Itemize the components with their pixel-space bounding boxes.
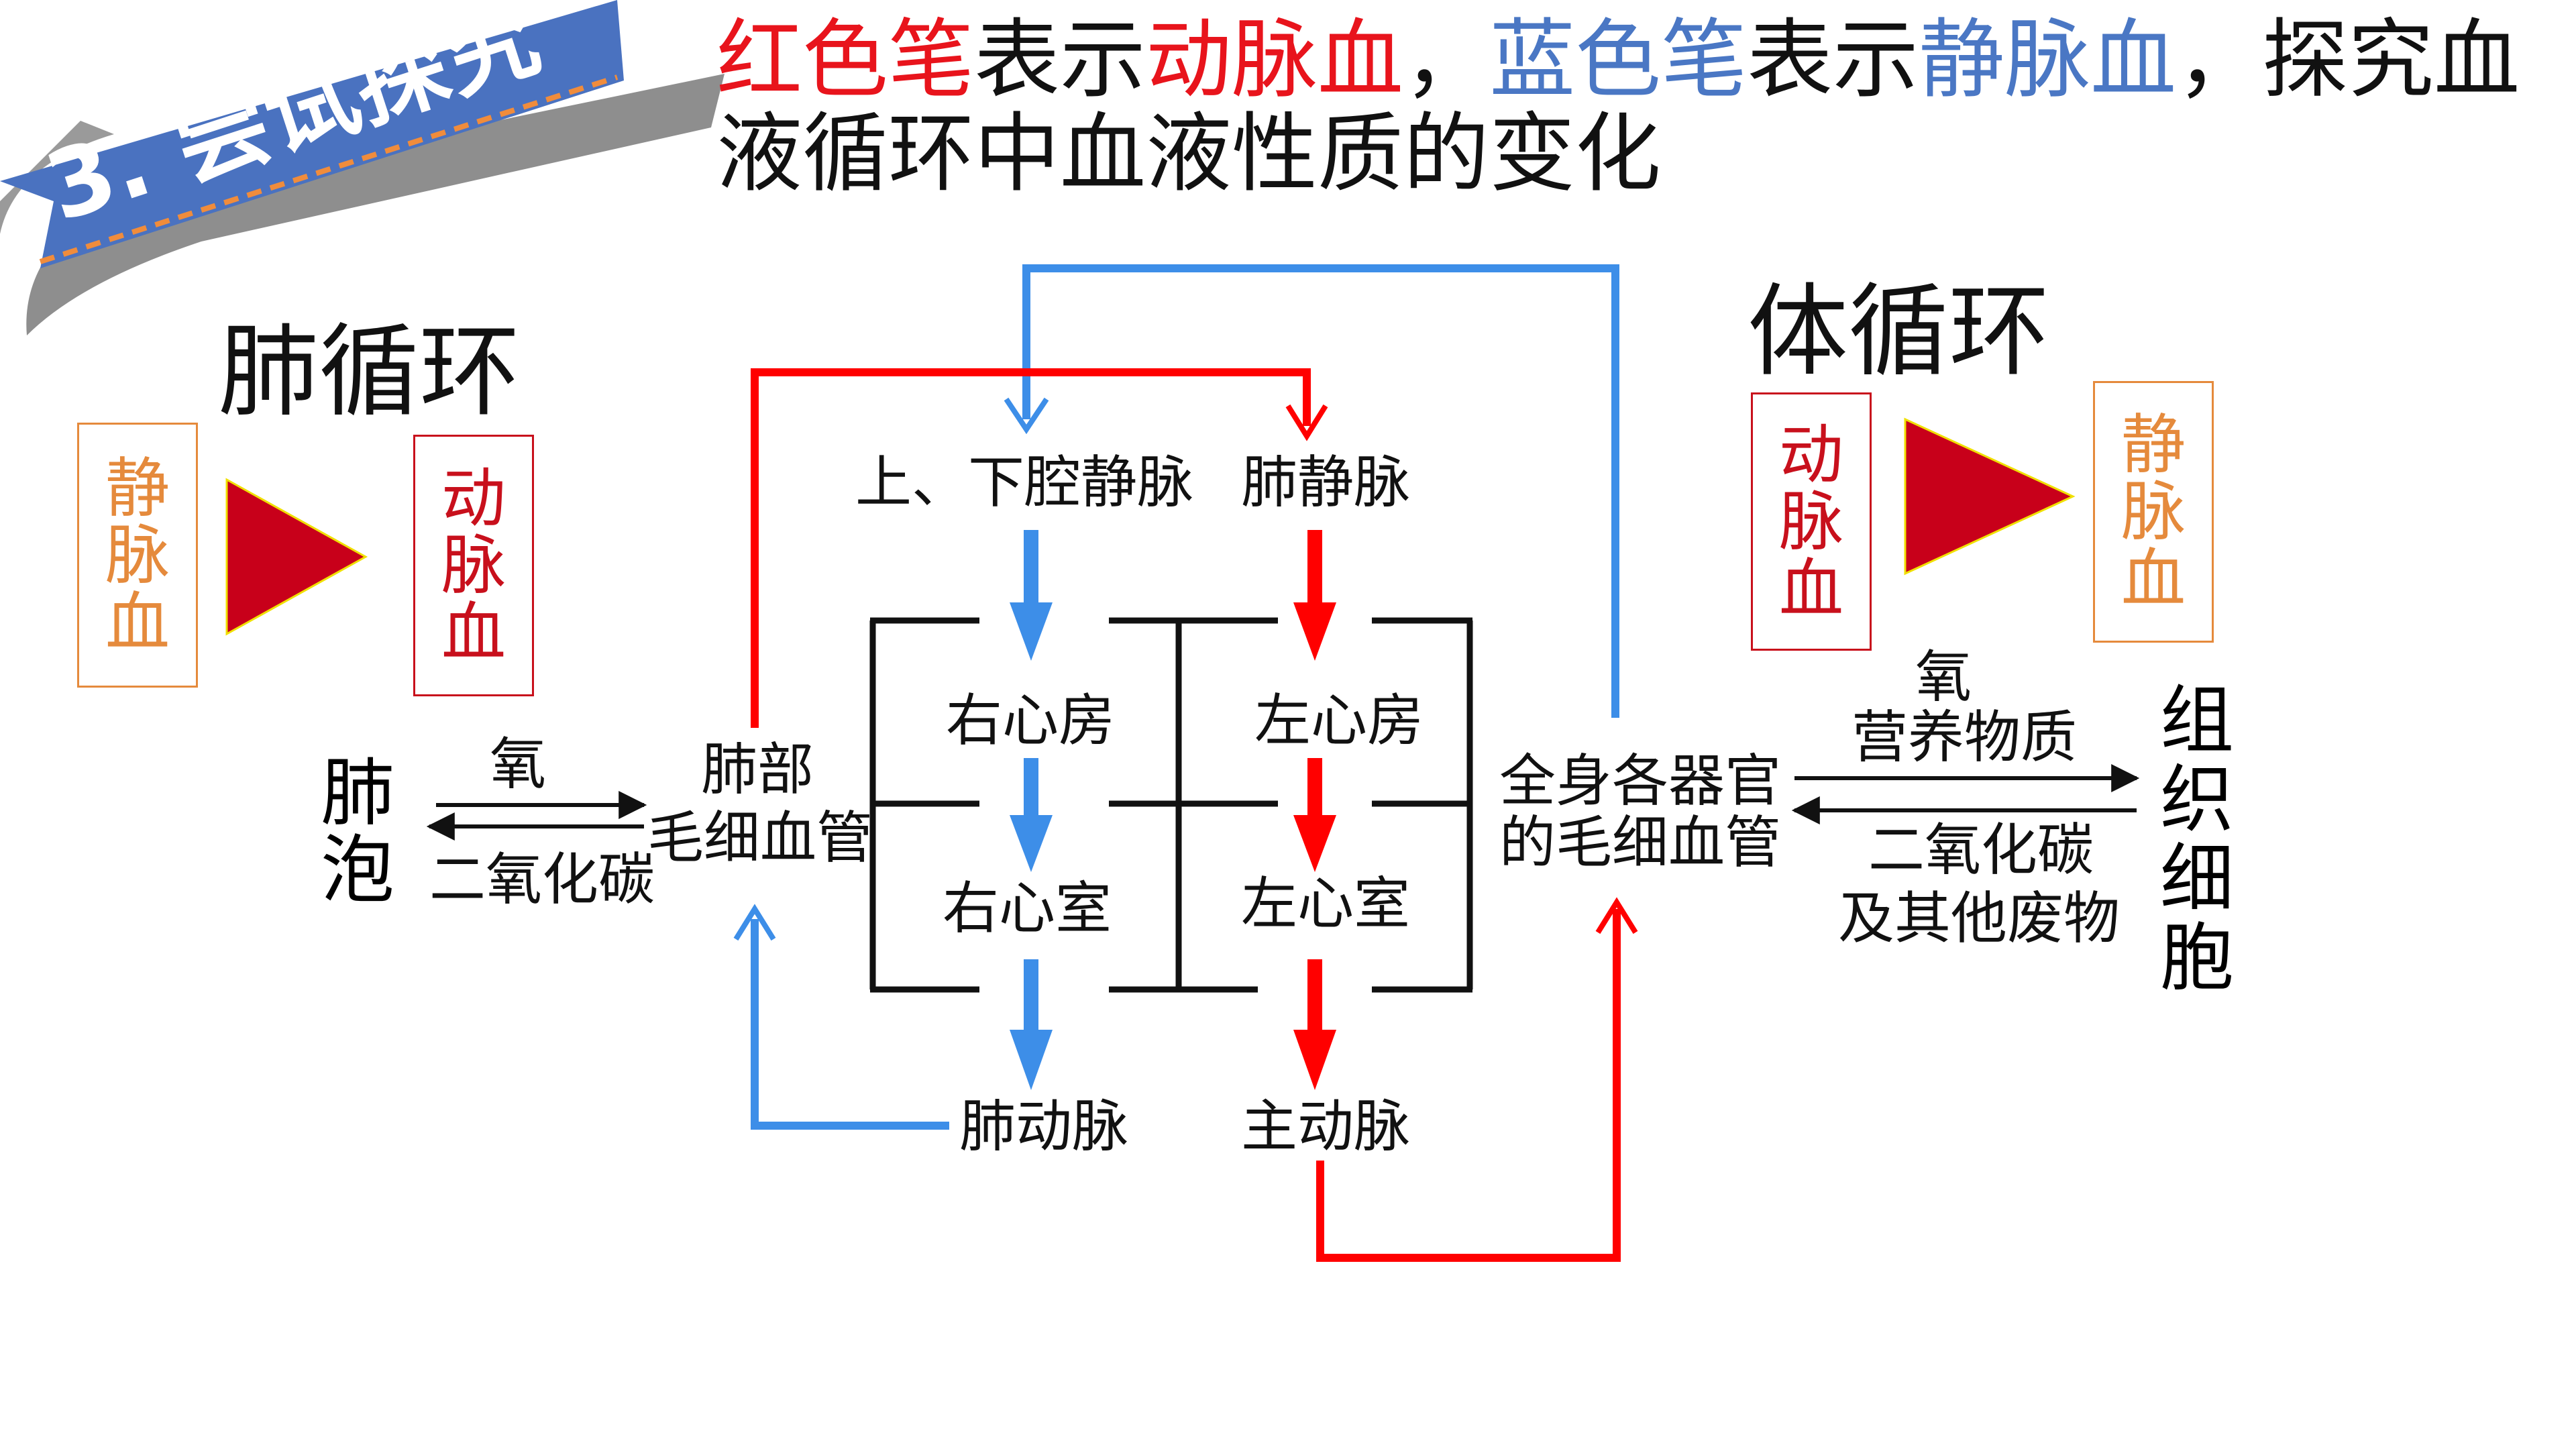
title-part: ，探究血液循环中血液性质的变化 bbox=[716, 10, 2520, 204]
title-part: 红色笔 bbox=[716, 10, 975, 110]
title-part: 表示 bbox=[974, 10, 1146, 110]
tissue-out-1: 二氧化碳 bbox=[1868, 817, 2094, 883]
aorta-label: 主动脉 bbox=[1241, 1093, 1411, 1159]
pulmonary-artery-label: 肺动脉 bbox=[959, 1093, 1129, 1159]
pulmonary-heading: 肺循环 bbox=[218, 314, 521, 431]
arterial-arrows-heart bbox=[1293, 530, 1336, 1090]
systemic-change-triangle bbox=[1904, 417, 2076, 576]
banner-dash bbox=[39, 74, 619, 264]
tissue-in-2: 营养物质 bbox=[1851, 704, 2078, 770]
systemic-to-text: 静脉血 bbox=[2121, 407, 2186, 616]
left-ventricle-label: 左心室 bbox=[1241, 871, 1411, 936]
oxygen-label: 氧 bbox=[490, 731, 547, 797]
title-part: 动脉血 bbox=[1146, 10, 1404, 110]
title-part: 表示 bbox=[1747, 10, 1919, 110]
banner-swoosh bbox=[0, 121, 114, 288]
pulmonary-vein-arrowhead bbox=[1285, 404, 1328, 441]
pulmonary-artery-route bbox=[751, 919, 949, 1130]
body-capillary-line1: 全身各器官 bbox=[1499, 748, 1782, 814]
tissue-in-1: 氧 bbox=[1915, 644, 1972, 710]
vena-cava-label: 上、下腔静脉 bbox=[855, 449, 1194, 515]
pulmonary-to-box: 动脉血 bbox=[413, 435, 534, 696]
body-capillary-line2: 的毛细血管 bbox=[1499, 810, 1782, 875]
lung-capillary-line1: 肺部 bbox=[701, 737, 814, 802]
heart-grid bbox=[869, 617, 1473, 993]
systemic-heading: 体循环 bbox=[1748, 274, 2050, 390]
co2-label: 二氧化碳 bbox=[429, 847, 655, 912]
title-part: ， bbox=[1403, 10, 1490, 110]
title-part: 静脉血 bbox=[1919, 10, 2177, 110]
aorta-arrowhead bbox=[1595, 897, 1638, 934]
pulmonary-change-triangle bbox=[225, 478, 368, 636]
pulmonary-from-text: 静脉血 bbox=[105, 450, 170, 660]
pulmonary-artery-arrowhead bbox=[733, 904, 776, 941]
lung-capillary-line2: 毛细血管 bbox=[647, 805, 873, 871]
vena-cava-arrowhead bbox=[1004, 397, 1049, 435]
vena-cava-route bbox=[1022, 264, 1619, 718]
pulmonary-to-text: 动脉血 bbox=[441, 461, 506, 670]
systemic-to-box: 静脉血 bbox=[2093, 381, 2214, 643]
banner: 3. 尝试探究 bbox=[0, 0, 724, 335]
alveoli-label: 肺泡 bbox=[321, 750, 394, 913]
right-ventricle-label: 右心室 bbox=[943, 875, 1112, 941]
left-atrium-label: 左心房 bbox=[1254, 688, 1424, 753]
pulmonary-from-box: 静脉血 bbox=[77, 423, 198, 688]
pulmonary-vein-label: 肺静脉 bbox=[1241, 449, 1411, 515]
systemic-from-box: 动脉血 bbox=[1751, 392, 1872, 651]
systemic-from-text: 动脉血 bbox=[1779, 417, 1843, 627]
page-title: 红色笔表示动脉血，蓝色笔表示静脉血，探究血液循环中血液性质的变化 bbox=[716, 13, 2528, 201]
banner-blue-band bbox=[0, 0, 624, 268]
pulmonary-vein-route bbox=[751, 368, 1311, 728]
right-atrium-label: 右心房 bbox=[946, 688, 1116, 753]
title-part: 蓝色笔 bbox=[1489, 10, 1748, 110]
venous-arrows-heart bbox=[1010, 530, 1053, 1090]
tissue-out-2: 及其他废物 bbox=[1838, 885, 2121, 951]
banner-gray-band bbox=[26, 74, 724, 335]
tissue-label: 组织细胞 bbox=[2160, 678, 2234, 1001]
aorta-route bbox=[1316, 909, 1621, 1262]
